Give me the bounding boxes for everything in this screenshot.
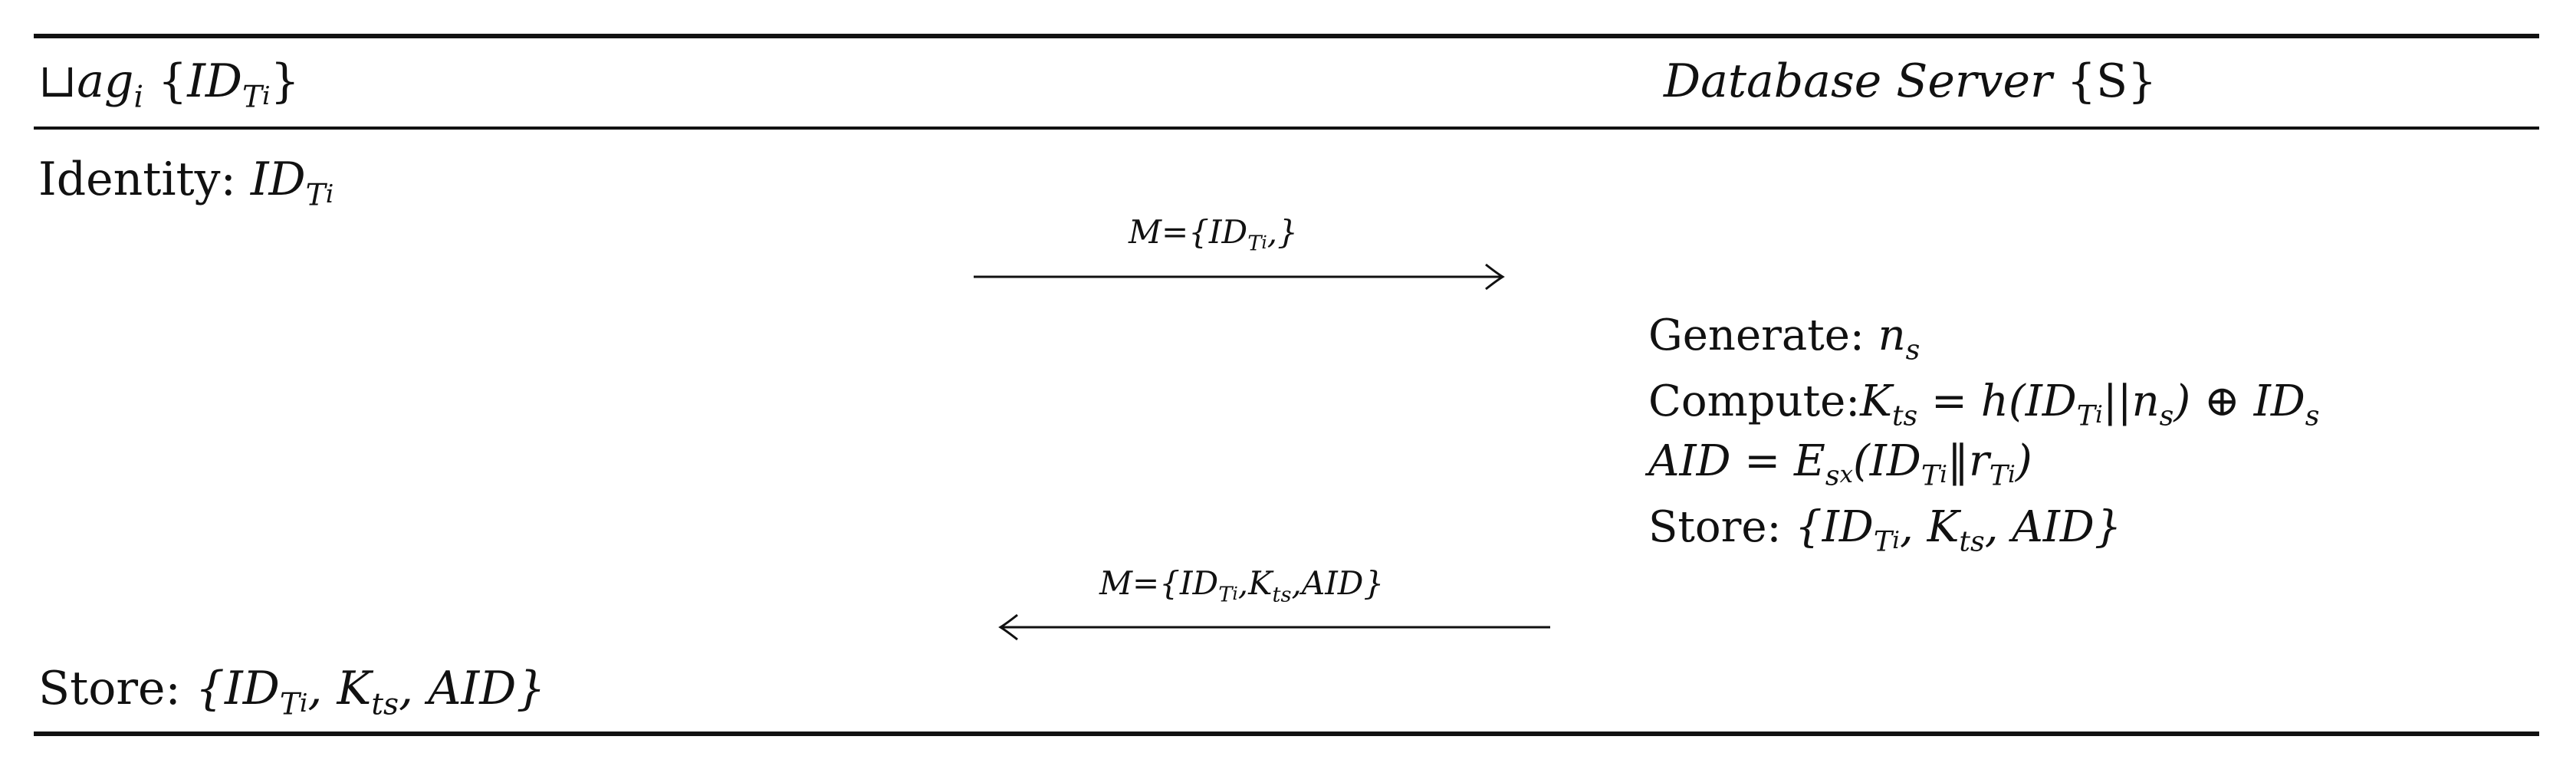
- left-store-line: Store: {IDTi, Kts, AID}: [38, 662, 546, 722]
- bottom-rule: [34, 731, 2539, 736]
- square-cup-symbol: ⊔: [38, 54, 77, 108]
- message-2-label: M={IDTi,Kts,AID}: [1099, 564, 1385, 607]
- header-rule: [34, 127, 2539, 130]
- header-left: ⊔agi {IDTi}: [38, 54, 300, 115]
- generate-step: Generate: ns: [1648, 311, 1921, 367]
- top-rule: [34, 34, 2539, 38]
- message-1-label: M={IDTi,}: [1129, 213, 1298, 256]
- aid-step: AID = Esx(IDTi‖rTi): [1648, 436, 2032, 492]
- header-right: Database Server {S}: [1664, 54, 2157, 108]
- server-store-step: Store: {IDTi, Kts, AID}: [1648, 502, 2122, 558]
- compute-step: Compute:Kts = h(IDTi||ns) ⊕ IDs: [1648, 376, 2320, 432]
- identity-line: Identity: IDTi: [38, 153, 334, 213]
- database-server-label: Database Server: [1664, 54, 2052, 108]
